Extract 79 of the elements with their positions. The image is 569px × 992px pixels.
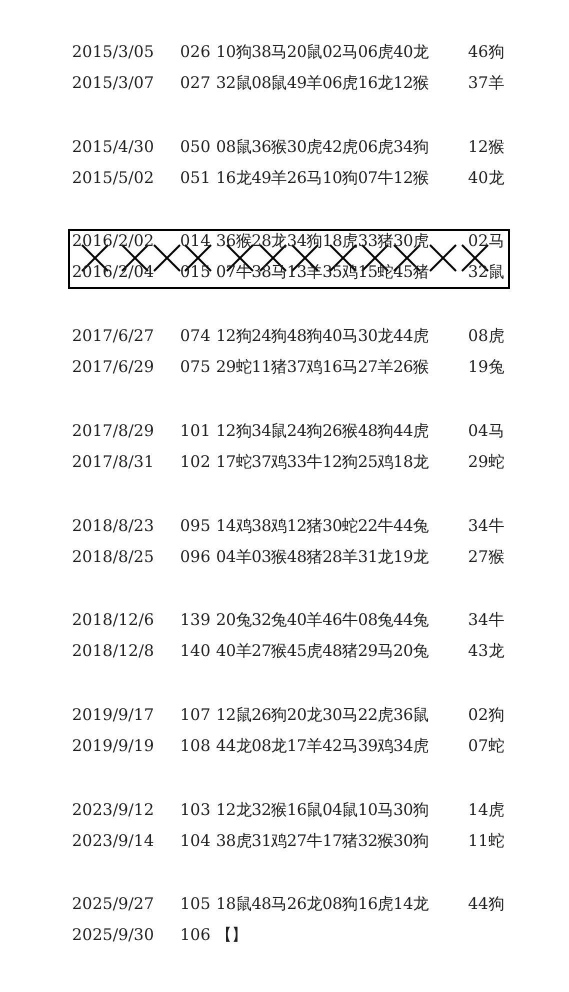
date-text: 2023/9/12 [72, 800, 154, 820]
issue-number: 015 [180, 262, 211, 282]
result-numbers: 40羊27猴45虎48猪29马20兔 [216, 641, 429, 662]
date-text: 2025/9/30 [72, 925, 154, 946]
special-number: 19兔 [468, 357, 504, 378]
issue-number: 106 [180, 925, 211, 946]
issue-number: 014 [180, 231, 211, 252]
special-number: 40龙 [468, 168, 504, 188]
issue-number: 101 [180, 420, 211, 441]
special-number: 34牛 [468, 610, 504, 630]
special-number: 44狗 [468, 894, 504, 914]
date-text: 2018/8/23 [72, 516, 154, 536]
result-numbers: 12龙32猴16鼠04鼠10马30狗 [216, 800, 429, 820]
date-text: 2016/2/02 [72, 231, 154, 252]
date-text: 2015/3/05 [72, 42, 154, 62]
special-number: 27猴 [468, 546, 504, 566]
result-numbers: 10狗38马20鼠02马06虎40龙 [216, 42, 429, 62]
issue-number: 051 [180, 168, 211, 188]
issue-number: 096 [180, 546, 211, 566]
date-text: 2017/8/31 [72, 452, 154, 472]
date-text: 2023/9/14 [72, 830, 154, 851]
issue-number: 107 [180, 704, 211, 725]
result-numbers: 20兔32兔40羊46牛08兔44兔 [216, 610, 429, 630]
date-text: 2025/9/27 [72, 894, 154, 914]
result-numbers: 44龙08龙17羊42马39鸡34虎 [216, 736, 429, 756]
issue-number: 095 [180, 516, 211, 536]
special-number: 37羊 [468, 73, 504, 93]
date-text: 2019/9/17 [72, 704, 154, 725]
special-number: 08虎 [468, 326, 504, 346]
date-text: 2017/6/29 [72, 357, 154, 378]
special-number: 43龙 [468, 641, 504, 662]
special-number: 34牛 [468, 516, 504, 536]
issue-number: 108 [180, 736, 211, 756]
date-text: 2017/6/27 [72, 326, 154, 346]
result-numbers: 12鼠26狗20龙30马22虎36鼠 [216, 704, 429, 725]
date-text: 2018/8/25 [72, 546, 154, 566]
issue-number: 104 [180, 830, 211, 851]
special-number: 04马 [468, 420, 504, 441]
result-numbers: 【】 [216, 925, 248, 946]
date-text: 2015/3/07 [72, 73, 154, 93]
issue-number: 050 [180, 136, 211, 157]
date-text: 2017/8/29 [72, 420, 154, 441]
special-number: 29蛇 [468, 452, 504, 472]
special-number: 32鼠 [468, 262, 504, 282]
result-numbers: 36猴28龙34狗18虎33猪30虎 [216, 231, 429, 252]
result-numbers: 29蛇11猪37鸡16马27羊26猴 [216, 357, 429, 378]
result-numbers: 08鼠36猴30虎42虎06虎34狗 [216, 136, 429, 157]
result-numbers: 04羊03猴48猪28羊31龙19龙 [216, 546, 429, 566]
result-numbers: 32鼠08鼠49羊06虎16龙12猴 [216, 73, 429, 93]
special-number: 46狗 [468, 42, 504, 62]
result-numbers: 12狗34鼠24狗26猴48狗44虎 [216, 420, 429, 441]
issue-number: 105 [180, 894, 211, 914]
issue-number: 103 [180, 800, 211, 820]
issue-number: 026 [180, 42, 211, 62]
issue-number: 140 [180, 641, 211, 662]
issue-number: 074 [180, 326, 211, 346]
issue-number: 027 [180, 73, 211, 93]
result-numbers: 17蛇37鸡33牛12狗25鸡18龙 [216, 452, 429, 472]
special-number: 12猴 [468, 136, 504, 157]
special-number: 14虎 [468, 800, 504, 820]
result-numbers: 12狗24狗48狗40马30龙44虎 [216, 326, 429, 346]
result-numbers: 16龙49羊26马10狗07牛12猴 [216, 168, 429, 188]
special-number: 11蛇 [468, 830, 504, 851]
result-numbers: 14鸡38鸡12猪30蛇22牛44兔 [216, 516, 429, 536]
date-text: 2016/2/04 [72, 262, 154, 282]
issue-number: 102 [180, 452, 211, 472]
date-text: 2018/12/6 [72, 610, 154, 630]
date-text: 2015/5/02 [72, 168, 154, 188]
special-number: 02狗 [468, 704, 504, 725]
date-text: 2019/9/19 [72, 736, 154, 756]
special-number: 02马 [468, 231, 504, 252]
issue-number: 075 [180, 357, 211, 378]
result-numbers: 38虎31鸡27牛17猪32猴30狗 [216, 830, 429, 851]
special-number: 07蛇 [468, 736, 504, 756]
date-text: 2018/12/8 [72, 641, 154, 662]
result-numbers: 07牛38马13羊35鸡15蛇45猪 [216, 262, 429, 282]
issue-number: 139 [180, 610, 211, 630]
result-numbers: 18鼠48马26龙08狗16虎14龙 [216, 894, 429, 914]
date-text: 2015/4/30 [72, 136, 154, 157]
